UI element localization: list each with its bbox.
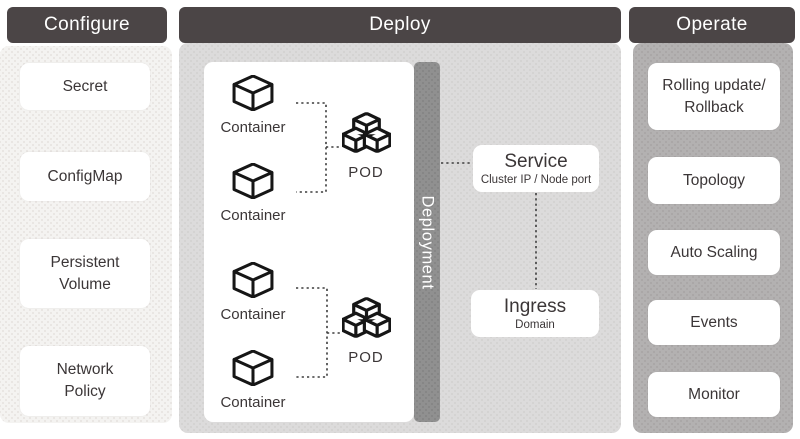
ingress-box: Ingress Domain <box>471 290 599 337</box>
pod-cubes-icon <box>342 112 391 153</box>
operate-item-label: Topology <box>682 171 746 189</box>
deploy-header: Deploy <box>179 7 621 43</box>
operate-item-label: Monitor <box>688 385 740 403</box>
container-label: Container <box>220 207 286 224</box>
configure-header: Configure <box>7 7 167 43</box>
configure-panel: Secret ConfigMap Persistent Volume Netwo… <box>0 46 172 423</box>
deployment-bar: Deployment <box>414 62 440 422</box>
configure-item-persistent-volume: Persistent Volume <box>20 239 150 308</box>
configure-item-label: Secret <box>62 77 108 95</box>
ingress-title: Ingress <box>503 295 567 317</box>
ingress-subtitle: Domain <box>515 318 555 331</box>
service-box: Service Cluster IP / Node port <box>473 145 599 192</box>
operate-item-label: Events <box>690 313 738 331</box>
operate-item-label: Auto Scaling <box>670 243 758 261</box>
pod-unit: POD <box>311 297 421 366</box>
operate-title: Operate <box>676 14 748 35</box>
container-cube-icon <box>232 75 274 111</box>
operate-item-rolling-update-rollback: Rolling update/ Rollback <box>648 63 780 130</box>
container-label: Container <box>220 306 286 323</box>
container-unit: Container <box>198 75 308 136</box>
service-subtitle: Cluster IP / Node port <box>480 173 592 186</box>
operate-item-topology: Topology <box>648 157 780 204</box>
container-label: Container <box>220 119 286 136</box>
container-label: Container <box>220 394 286 411</box>
container-unit: Container <box>198 262 308 323</box>
configure-title: Configure <box>44 14 130 35</box>
pod-label: POD <box>348 164 384 181</box>
container-unit: Container <box>198 163 308 224</box>
configure-item-label: ConfigMap <box>47 167 123 185</box>
operate-item-events: Events <box>648 300 780 345</box>
deploy-panel: Container Container Container Container … <box>179 43 621 433</box>
operate-item-auto-scaling: Auto Scaling <box>648 230 780 275</box>
operate-item-monitor: Monitor <box>648 372 780 417</box>
configure-item-label: Network Policy <box>56 361 114 400</box>
operate-panel: Rolling update/ Rollback Topology Auto S… <box>633 43 793 433</box>
container-cube-icon <box>232 163 274 199</box>
deployment-label: Deployment <box>418 194 437 290</box>
service-title: Service <box>504 150 568 172</box>
container-unit: Container <box>198 350 308 411</box>
container-cube-icon <box>232 350 274 386</box>
operate-item-label: Rolling update/ Rollback <box>662 76 766 116</box>
pod-cubes-icon <box>342 297 391 338</box>
pod-unit: POD <box>311 112 421 181</box>
configure-item-configmap: ConfigMap <box>20 152 150 201</box>
operate-header: Operate <box>629 7 795 43</box>
configure-item-label: Persistent Volume <box>50 253 120 293</box>
pod-label: POD <box>348 349 384 366</box>
container-cube-icon <box>232 262 274 298</box>
deploy-title: Deploy <box>369 14 431 35</box>
configure-item-secret: Secret <box>20 63 150 110</box>
configure-item-network-policy: Network Policy <box>20 346 150 416</box>
